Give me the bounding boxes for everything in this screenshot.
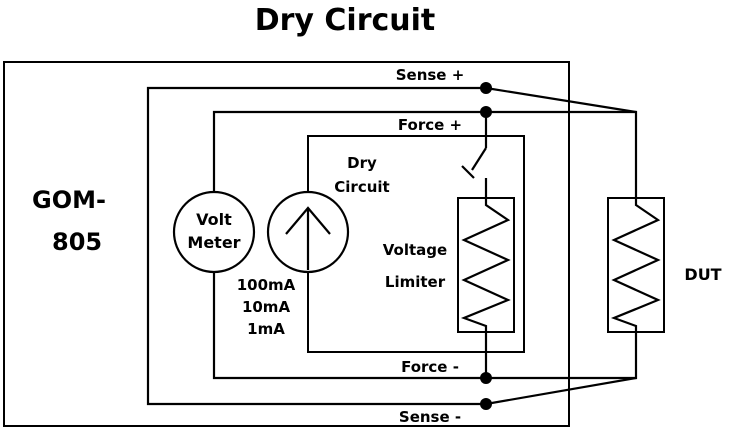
switch-blade-icon [471, 147, 487, 171]
voltage-limiter-label-line1: Voltage [383, 241, 447, 259]
instrument-name-line1: GOM- [32, 186, 106, 214]
dut-resistor-icon [610, 198, 661, 332]
instrument-box [3, 61, 570, 427]
switch-contact-icon [461, 165, 475, 179]
force-minus-label: Force - [401, 358, 459, 376]
voltage-limiter-resistor-icon [460, 198, 511, 332]
diagram-title: Dry Circuit [255, 3, 436, 38]
sense-loop-wire [146, 86, 486, 406]
instrument-name-line2: 805 [52, 228, 102, 256]
sense-plus-to-dut-wire [485, 86, 637, 114]
sense-minus-label: Sense - [399, 408, 461, 426]
volt-meter-label-line2: Meter [187, 233, 240, 252]
volt-meter-label-line1: Volt [196, 210, 232, 229]
current-range-1ma: 1mA [247, 320, 285, 338]
sense-plus-label: Sense + [396, 66, 465, 84]
current-range-10ma: 10mA [242, 298, 291, 316]
current-source-arrow-icon [285, 206, 331, 270]
sense-minus-to-dut-wire [485, 376, 637, 406]
force-minus-to-dut-wire [486, 332, 638, 380]
current-range-100ma: 100mA [237, 276, 296, 294]
volt-meter-symbol [172, 190, 256, 274]
dut-label: DUT [684, 265, 721, 284]
voltage-limiter-label-line2: Limiter [385, 273, 446, 291]
force-plus-to-dut-wire [486, 110, 638, 198]
force-plus-label: Force + [398, 116, 462, 134]
dry-circuit-label-line2: Circuit [334, 178, 389, 196]
dry-circuit-label-line1: Dry [347, 154, 377, 172]
